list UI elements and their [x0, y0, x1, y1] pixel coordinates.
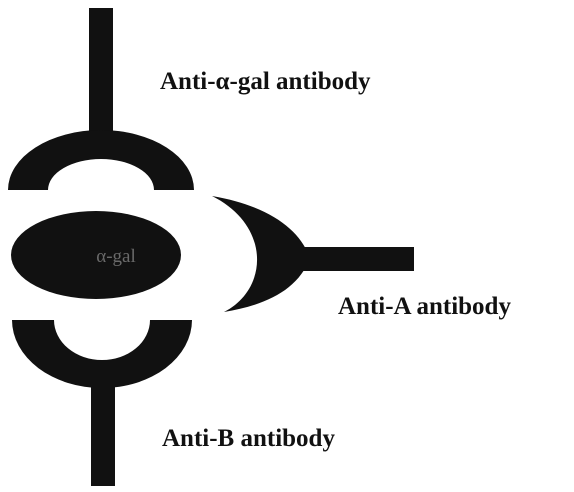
- anti-alpha-gal-antibody-label: Anti-α-gal antibody: [160, 68, 371, 95]
- anti-b-antibody-label: Anti-B antibody: [162, 425, 335, 452]
- anti-alpha-gal-stem: [89, 8, 113, 136]
- anti-a-antibody-label: Anti-A antibody: [338, 293, 511, 320]
- anti-a-binding-crescent: [212, 196, 310, 312]
- alpha-gal-label: α-gal: [96, 246, 136, 267]
- anti-alpha-gal-binding-arms: [8, 130, 194, 190]
- anti-alpha-gal-antibody-shape: [8, 8, 194, 190]
- anti-b-antibody-shape: [12, 320, 192, 486]
- anti-a-stem: [302, 247, 414, 271]
- anti-b-stem: [91, 372, 115, 486]
- alpha-gal-antigen: α-gal: [11, 211, 181, 299]
